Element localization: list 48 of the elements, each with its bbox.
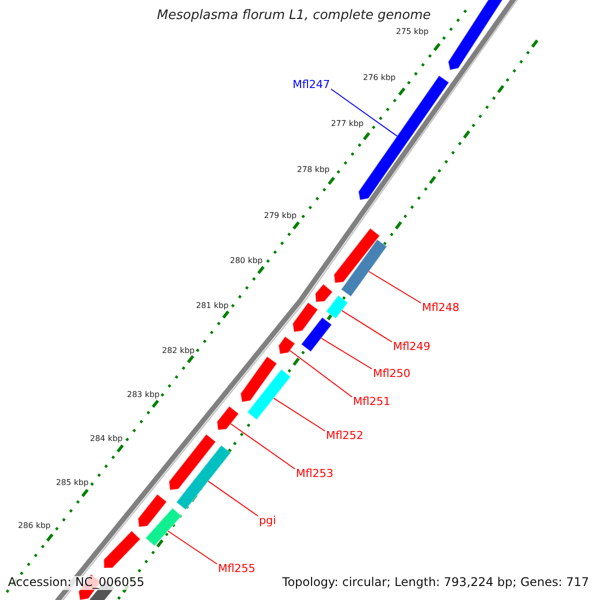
gene-bar: [246, 368, 292, 420]
scale-label: 277 kbp: [331, 119, 364, 128]
scale-label: 285 kbp: [56, 478, 89, 488]
scale-label: 282 kbp: [162, 346, 195, 356]
gene-bar: [176, 444, 232, 510]
leader-line: [208, 480, 258, 516]
scale-label: 279 kbp: [264, 211, 297, 220]
gene-feature: [216, 406, 240, 431]
gene-bar: [300, 316, 332, 352]
gene-feature: [103, 530, 142, 568]
scale-label: 286 kbp: [18, 521, 51, 530]
gene-label: Mfl247: [292, 79, 330, 92]
leader-line: [330, 88, 398, 137]
gene-bar: [144, 507, 182, 547]
scale-label: 283 kbp: [127, 390, 160, 400]
gene-feature: [292, 302, 319, 333]
gene-label: Mfl248: [422, 302, 460, 315]
leader-line: [289, 350, 352, 398]
gene-feature: [138, 494, 168, 528]
footer-text: Topology: circular; Length: 793,224 bp; Genes: 717: [282, 576, 589, 590]
gene-label: pgi: [259, 515, 276, 528]
gene-feature: [278, 336, 296, 355]
gene-feature: [240, 356, 278, 403]
scale-label: 276 kbp: [363, 73, 396, 82]
gene-label: Mfl251: [353, 396, 390, 409]
gene-bar: [326, 294, 348, 320]
gene-label: Mfl253: [296, 468, 334, 481]
gene-label: Mfl252: [326, 430, 364, 443]
leader-line: [273, 398, 326, 432]
scale-label: 275 kbp: [396, 27, 429, 36]
scale-label: 284 kbp: [90, 434, 123, 444]
leader-line: [167, 530, 218, 564]
leader-line: [368, 271, 422, 304]
gene-label: Mfl255: [218, 563, 256, 576]
scale-label: 278 kbp: [297, 165, 330, 174]
title: Mesoplasma florum L1, complete genome: [157, 9, 431, 24]
gene-label: Mfl249: [393, 341, 430, 354]
leader-line: [341, 310, 392, 342]
scale-label: 280 kbp: [230, 256, 263, 266]
leader-line: [230, 423, 296, 470]
leader-line: [320, 338, 372, 370]
gene-bar: [340, 238, 388, 298]
scale-label: 281 kbp: [196, 301, 229, 310]
gene-feature: [314, 283, 334, 303]
gene-label: Mfl250: [373, 368, 410, 381]
gene-feature: [168, 434, 216, 491]
footer-text: Accession: NC_006055: [8, 576, 144, 590]
gene-feature: [333, 228, 380, 284]
